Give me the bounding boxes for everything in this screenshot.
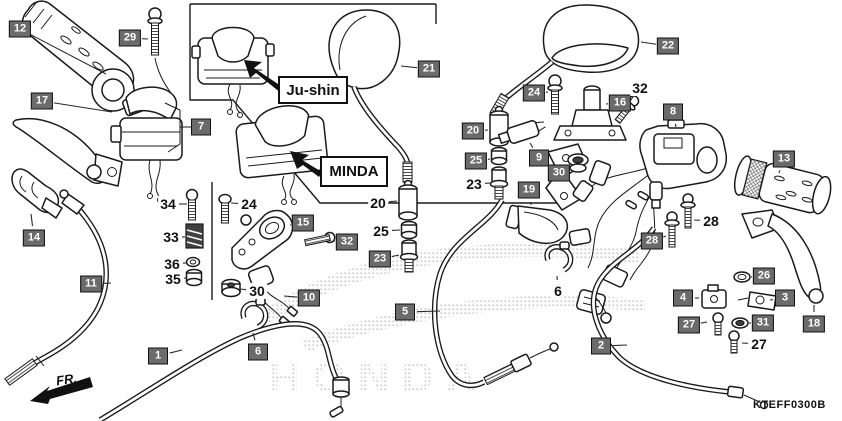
wire-clamp-6-left — [240, 297, 269, 330]
bolt-27-pair — [712, 312, 740, 354]
throttle-cable-2 — [590, 226, 769, 410]
manufacturer-label-minda: MINDA — [320, 156, 388, 187]
mirror-fitting-column-left — [398, 179, 419, 273]
right-mirror — [489, 4, 640, 118]
clutch-cable-1 — [98, 321, 350, 421]
part-callout-8: 8 — [663, 103, 683, 121]
clutch-cable — [4, 189, 109, 386]
part-callout-25: 25 — [464, 152, 488, 170]
part-callout-24: 24 — [522, 84, 546, 102]
part-callout-7: 7 — [191, 118, 211, 136]
part-callout-14: 14 — [22, 229, 46, 247]
lever-perch-3 — [737, 291, 777, 311]
part-callout-18: 18 — [802, 315, 826, 333]
part-callout-27: 27 — [677, 316, 701, 334]
right-grip — [733, 155, 832, 215]
left-switch-housing — [110, 86, 183, 203]
switch-4 — [701, 284, 727, 309]
part-callout-1: 1 — [148, 347, 168, 365]
part-callout-22: 22 — [656, 37, 680, 55]
part-callout-32: 32 — [630, 80, 650, 96]
part-callout-3: 3 — [775, 289, 795, 307]
clutch-switch — [247, 265, 299, 327]
part-callout-19: 19 — [517, 181, 541, 199]
part-callout-13: 13 — [772, 150, 796, 168]
part-callout-2: 2 — [591, 337, 611, 355]
part-callout-32: 32 — [335, 233, 359, 251]
callout-bracket-7 — [164, 102, 191, 153]
part-callout-25: 25 — [371, 223, 391, 239]
part-callout-12: 12 — [8, 20, 32, 38]
part-callout-27: 27 — [749, 336, 769, 352]
part-callout-17: 17 — [30, 92, 54, 110]
clutch-lever-perch — [231, 209, 294, 270]
part-callout-33: 33 — [161, 229, 181, 245]
fr-direction-label: FR. — [55, 370, 78, 389]
manufacturer-label-ju-shin: Ju-shin — [278, 76, 348, 104]
bolt-24-right — [547, 74, 563, 115]
part-callout-28: 28 — [701, 213, 721, 229]
part-callout-15: 15 — [291, 214, 315, 232]
left-mirror — [328, 9, 413, 183]
part-callout-24: 24 — [239, 196, 259, 212]
wire-clamp-6-right — [544, 241, 574, 273]
part-callout-30: 30 — [547, 164, 571, 182]
part-callout-23: 23 — [464, 176, 484, 192]
fastener-column-left — [185, 182, 241, 300]
part-callout-31: 31 — [751, 314, 775, 332]
part-callout-6: 6 — [248, 343, 268, 361]
part-callout-21: 21 — [417, 60, 441, 78]
part-callout-29: 29 — [118, 29, 142, 47]
part-callout-5: 5 — [395, 303, 415, 321]
part-callout-20: 20 — [461, 122, 485, 140]
part-callout-16: 16 — [608, 94, 632, 112]
right-brake-lever — [741, 209, 824, 304]
part-callout-6: 6 — [552, 283, 564, 299]
grommet-30-right — [567, 153, 589, 173]
diagram-code: KTEFF0300B — [753, 399, 826, 411]
bolt-28-pair — [664, 193, 696, 248]
throttle-cable-5 — [431, 198, 559, 389]
washer-26 — [733, 271, 751, 283]
part-callout-9: 9 — [529, 149, 549, 167]
lever-boot — [11, 168, 63, 219]
part-callout-11: 11 — [80, 275, 102, 293]
part-callout-10: 10 — [297, 289, 321, 307]
part-callout-26: 26 — [752, 267, 776, 285]
part-callout-36: 36 — [162, 256, 182, 272]
brake-light-switch — [497, 120, 546, 144]
part-callout-23: 23 — [368, 250, 392, 268]
part-callout-28: 28 — [640, 232, 664, 250]
bolt-32-left — [304, 231, 336, 247]
washer-31 — [731, 317, 749, 329]
part-callout-34: 34 — [158, 196, 178, 212]
wire-boot-19 — [505, 204, 569, 245]
part-callout-30: 30 — [247, 283, 267, 299]
part-callout-35: 35 — [163, 271, 183, 287]
variant-arrows — [244, 60, 322, 177]
left-brake-lever — [12, 118, 123, 187]
part-callout-20: 20 — [368, 195, 388, 211]
right-switch-housing — [639, 119, 728, 209]
part-callout-4: 4 — [673, 289, 693, 307]
bolt-29 — [147, 7, 172, 94]
fr-arrow — [30, 377, 93, 404]
